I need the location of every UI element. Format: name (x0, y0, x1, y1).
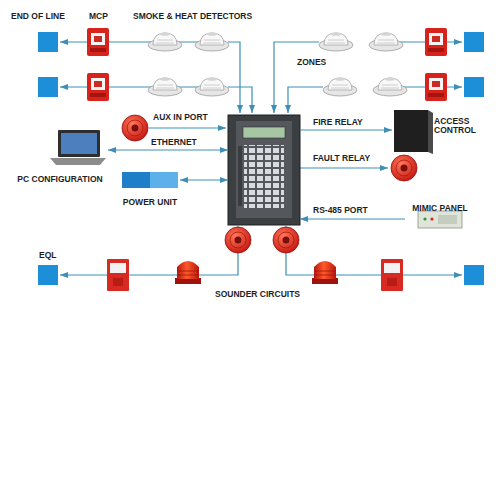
port-label: FIRE RELAY (312, 118, 364, 127)
callout-label: ZONES (296, 58, 327, 67)
callout-label: FAULT RELAY (312, 154, 371, 163)
field-devices (38, 28, 484, 291)
device-label: MIMIC PANEL (412, 204, 468, 213)
pc-laptop (50, 130, 106, 165)
power-unit (122, 172, 178, 188)
device-node: MIMIC PANEL (405, 196, 475, 230)
port-label: ETHERNET (150, 138, 198, 147)
device-node: PC CONFIGURATION (12, 130, 108, 186)
device-label: ACCESS CONTROL (434, 117, 486, 136)
device-label: POWER UNIT (123, 198, 177, 207)
callout-label: SMOKE & HEAT DETECTORS (132, 12, 253, 21)
callout-label: AUX IN PORT (152, 113, 209, 122)
connector-arrow (300, 218, 405, 219)
port-label: RS-485 PORT (312, 206, 369, 215)
device-node: ACCESS CONTROL (392, 108, 492, 152)
wiring (60, 42, 462, 275)
mimic-panel (418, 211, 462, 228)
device-node: POWER UNIT (120, 170, 180, 209)
callout-label: END OF LINE (10, 12, 66, 21)
callout-label: MCP (88, 12, 109, 21)
connector-arrow (300, 129, 392, 130)
connector-arrow (180, 179, 228, 180)
access-control-unit (394, 110, 433, 154)
device-label: PC CONFIGURATION (17, 175, 102, 184)
device-node (228, 115, 300, 225)
callout-label: SOUNDER CIRCUITS (214, 290, 301, 299)
callout-label: EQL (38, 251, 57, 260)
connector-arrow (108, 149, 228, 150)
control-panel (228, 115, 300, 225)
